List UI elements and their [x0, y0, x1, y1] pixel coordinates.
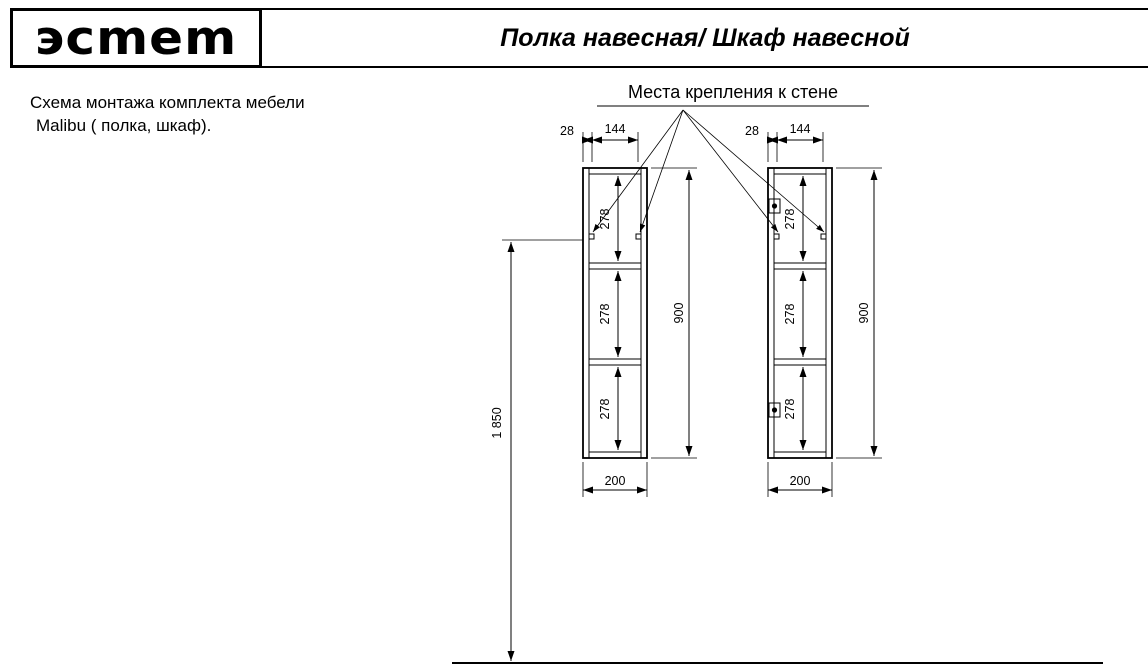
description-line-2: Malibu ( полка, шкаф). [36, 115, 212, 135]
dim-bracket-span: 144 [790, 122, 811, 136]
title-block: эсmem Полка навесная/ Шкаф навесной [10, 8, 1148, 68]
dim-section-height: 278 [783, 209, 797, 230]
cabinet-outline [767, 167, 833, 459]
dim-bracket-span: 144 [605, 122, 626, 136]
dim-floor-height: 1 850 [490, 407, 504, 438]
dim-section-height: 278 [783, 399, 797, 420]
dim-section-height: 278 [598, 209, 612, 230]
callout-label: Места крепления к стене [628, 82, 838, 102]
title-band: Полка навесная/ Шкаф навесной [262, 8, 1148, 68]
mounting-point [635, 233, 642, 240]
dim-section-height: 278 [598, 399, 612, 420]
shelf-unit: 278 278 278 28 144 900 200 [560, 122, 697, 497]
mounting-point [588, 233, 595, 240]
mounting-point [820, 233, 827, 240]
dim-total-height: 900 [857, 303, 871, 324]
floor-height-dimension: 1 850 [490, 239, 583, 661]
dim-total-height: 900 [672, 303, 686, 324]
dim-section-height: 278 [598, 304, 612, 325]
dim-side-offset: 28 [560, 124, 574, 138]
mounting-callout: Места крепления к стене [592, 82, 869, 233]
hinge-top [768, 198, 781, 214]
leader-line [592, 109, 684, 233]
hinge-bottom [768, 402, 781, 418]
description-line-1: Схема монтажа комплекта мебели [30, 93, 305, 112]
dim-width: 200 [790, 474, 811, 488]
dim-width: 200 [605, 474, 626, 488]
dim-side-offset: 28 [745, 124, 759, 138]
brand-logo: эсmem [34, 10, 238, 66]
dim-section-height: 278 [783, 304, 797, 325]
description: Схема монтажа комплекта мебели Malibu ( … [30, 92, 305, 138]
logo-box: эсmem [10, 8, 262, 68]
leader-line [639, 109, 684, 233]
document-title: Полка навесная/ Шкаф навесной [500, 23, 910, 52]
mounting-point [773, 233, 780, 240]
leader-line [682, 109, 779, 233]
shelf-outline [582, 167, 648, 459]
leader-line [682, 109, 825, 233]
wall-cabinet: 278 278 278 28 144 900 200 [745, 122, 882, 497]
